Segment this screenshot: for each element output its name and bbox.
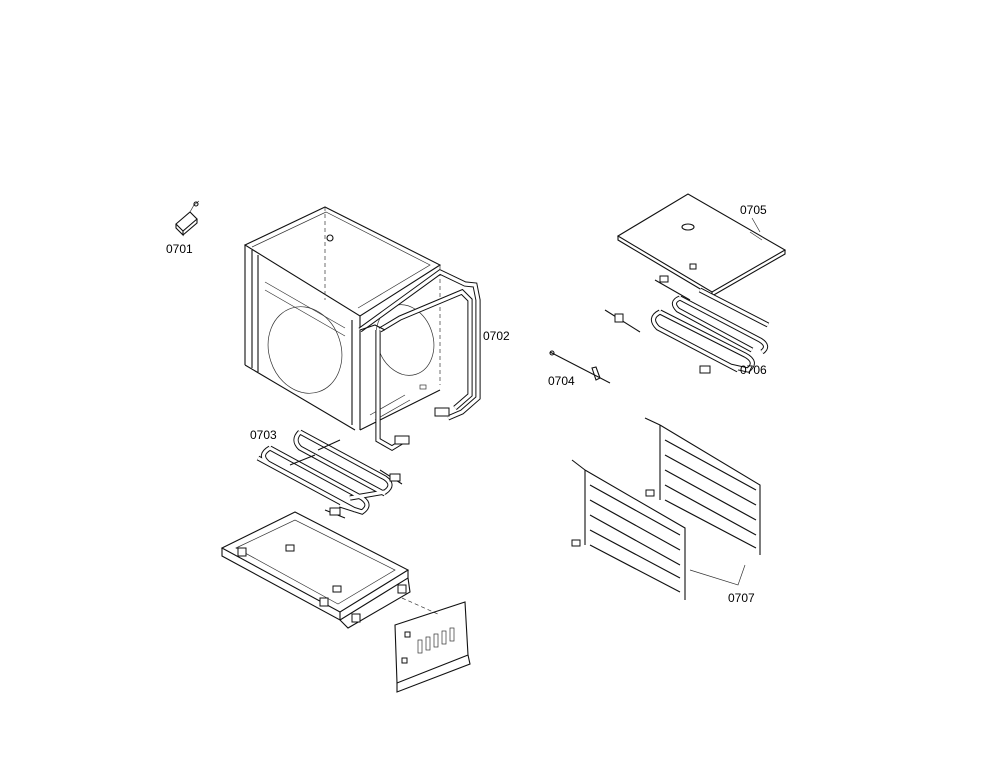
part-frame-tube bbox=[358, 268, 481, 452]
label-0704: 0704 bbox=[548, 374, 575, 388]
part-knob bbox=[175, 200, 200, 237]
label-0702: 0702 bbox=[483, 329, 510, 343]
part-oven-cavity bbox=[243, 206, 442, 431]
part-top-element bbox=[604, 275, 770, 374]
part-front-panel bbox=[394, 597, 471, 693]
label-0705: 0705 bbox=[740, 203, 767, 217]
label-0701: 0701 bbox=[166, 242, 193, 256]
part-probe bbox=[549, 350, 611, 384]
part-side-racks bbox=[571, 417, 761, 600]
part-bottom-tray bbox=[220, 511, 411, 629]
label-0703: 0703 bbox=[250, 428, 277, 442]
part-grill-element bbox=[256, 429, 403, 519]
label-0707: 0707 bbox=[728, 591, 755, 605]
label-leaders bbox=[751, 217, 761, 233]
label-0706: 0706 bbox=[740, 363, 767, 377]
